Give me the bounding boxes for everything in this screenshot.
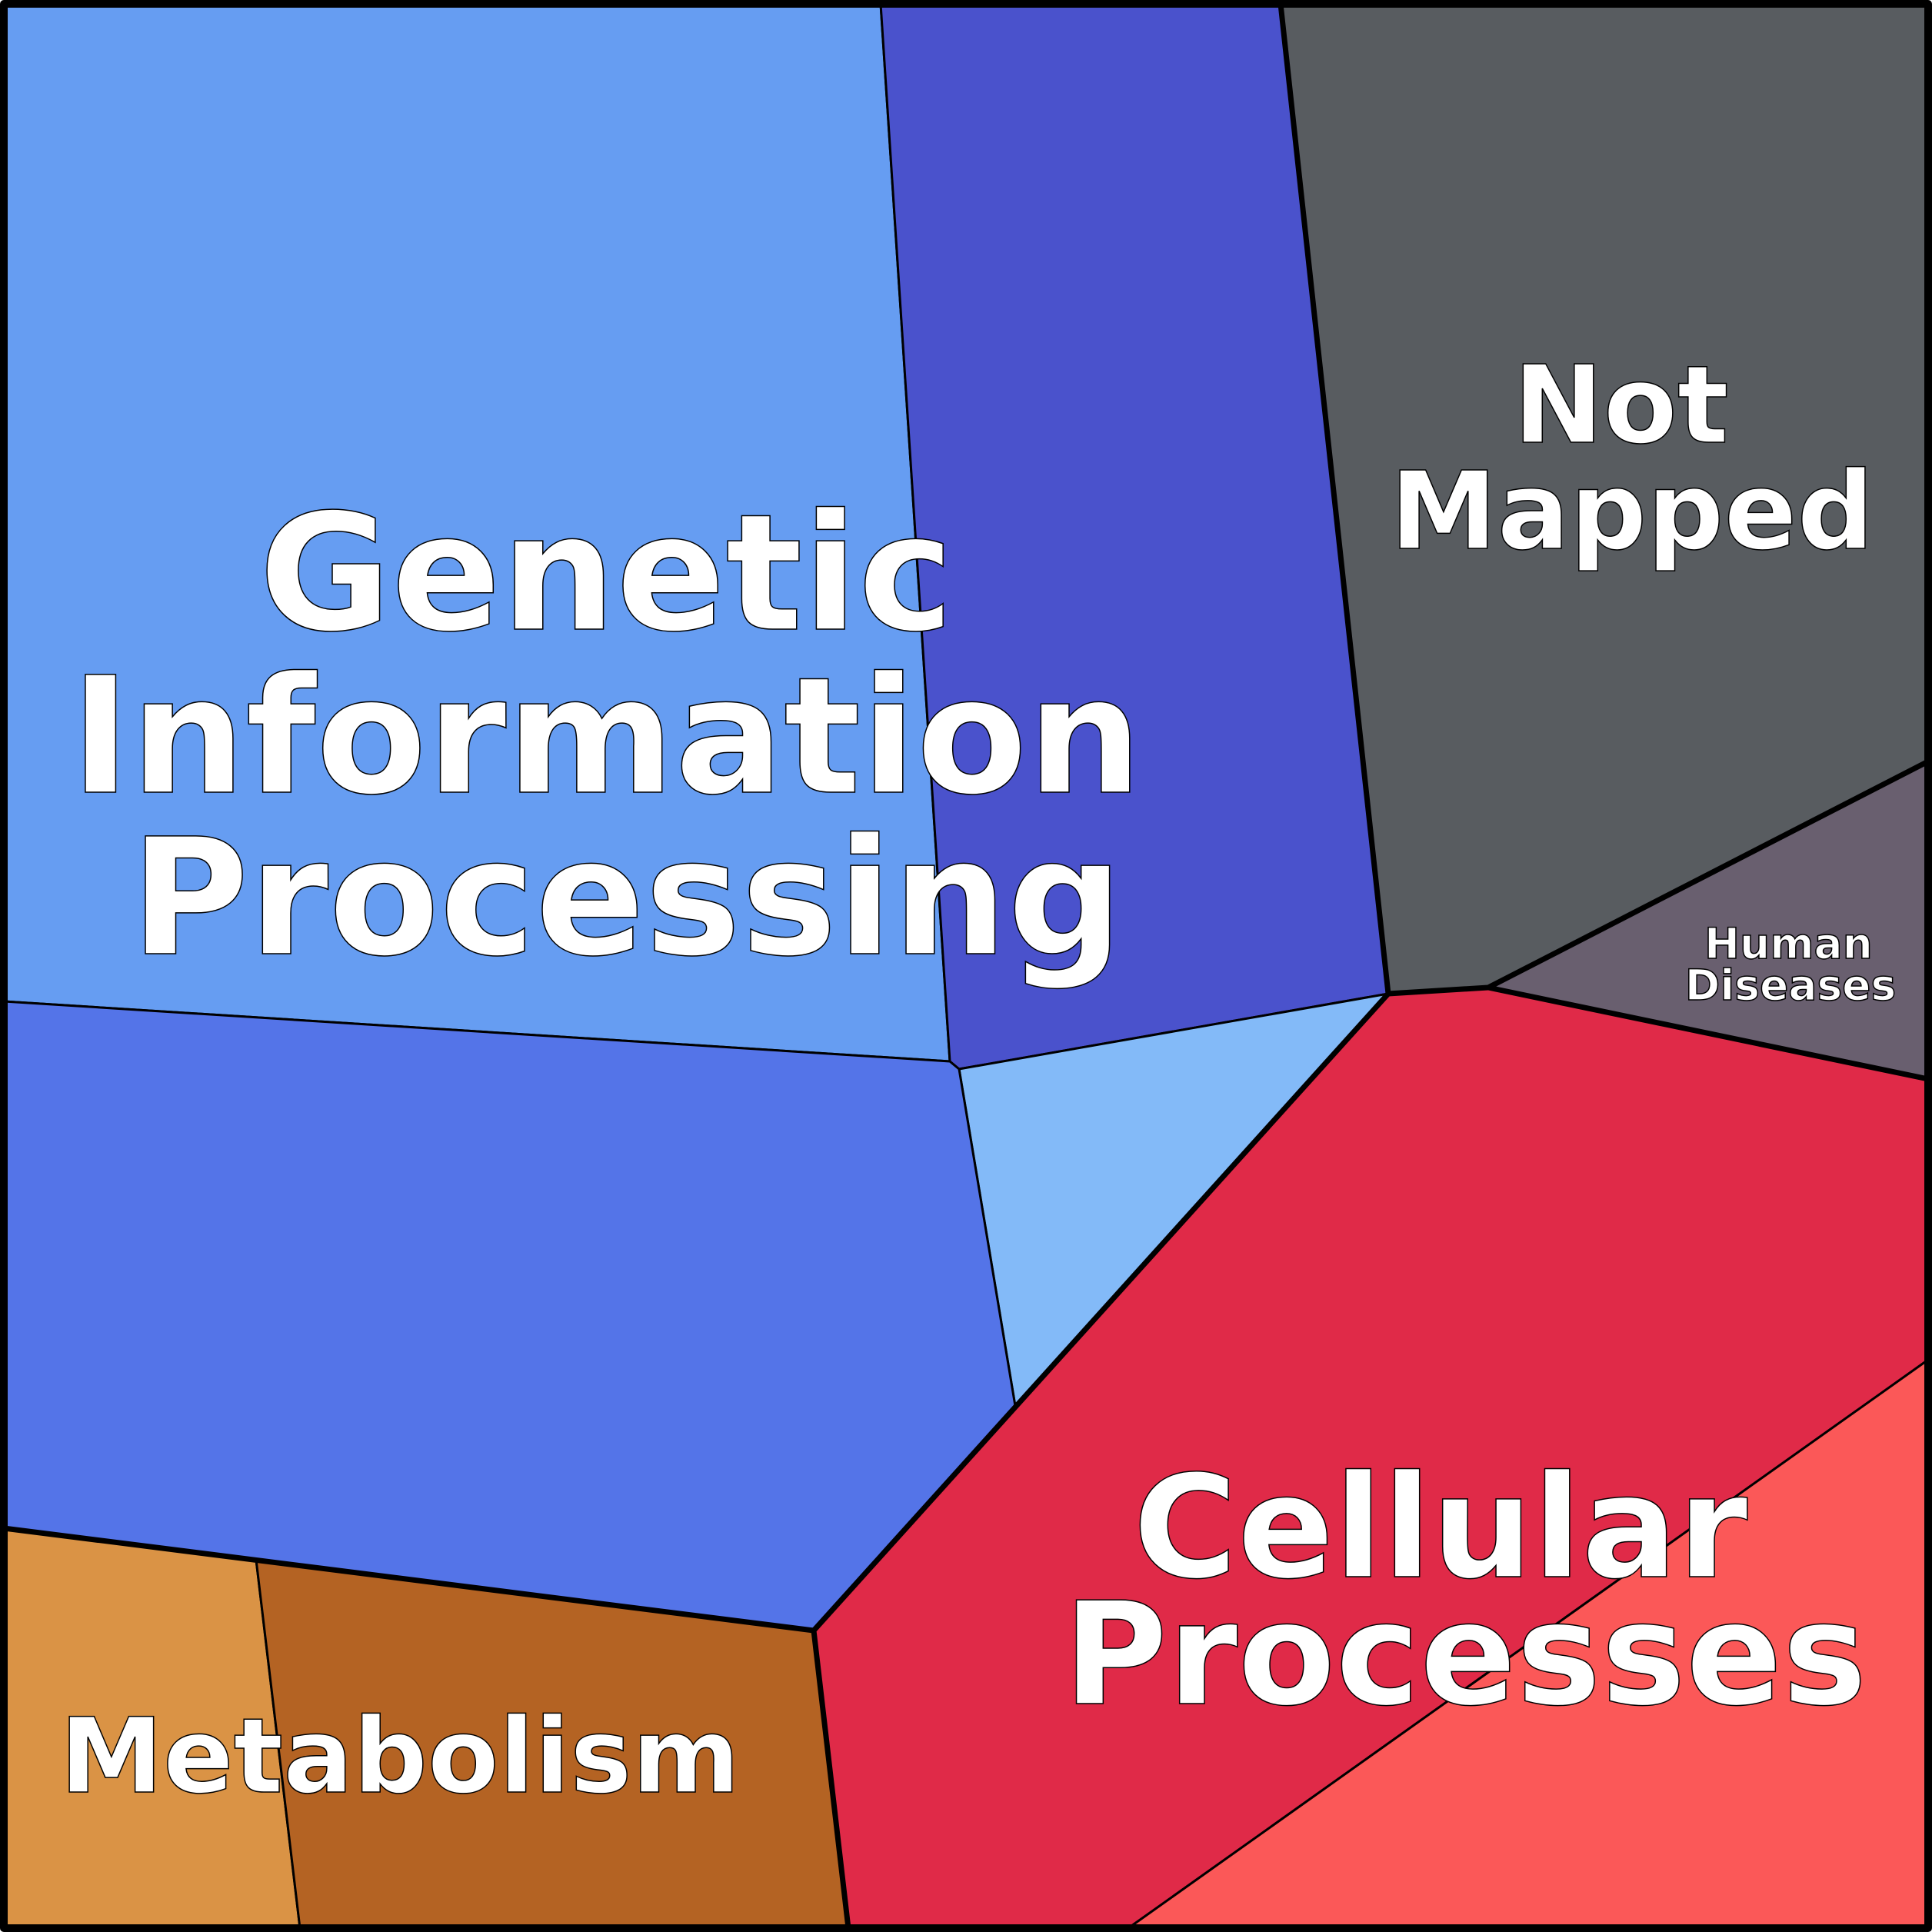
label-human-diseases: Human Diseases [1685,919,1896,1010]
border-metabolism [3,1525,814,1634]
label-metabolism: Metabolism [60,1696,741,1817]
labels: Genetic Information Processing Not Mappe… [59,342,1897,1817]
label-genetic-information-processing: Genetic Information Processing [71,479,1199,992]
border-not-mapped [1277,3,1930,997]
label-cellular-processes: Cellular Processes [1064,1444,1867,1737]
border-cellular-hd [1487,984,1929,1082]
cell-genetic-information-processing-3[interactable] [2,1000,1017,1632]
label-not-mapped: Not Mapped [1390,343,1874,575]
